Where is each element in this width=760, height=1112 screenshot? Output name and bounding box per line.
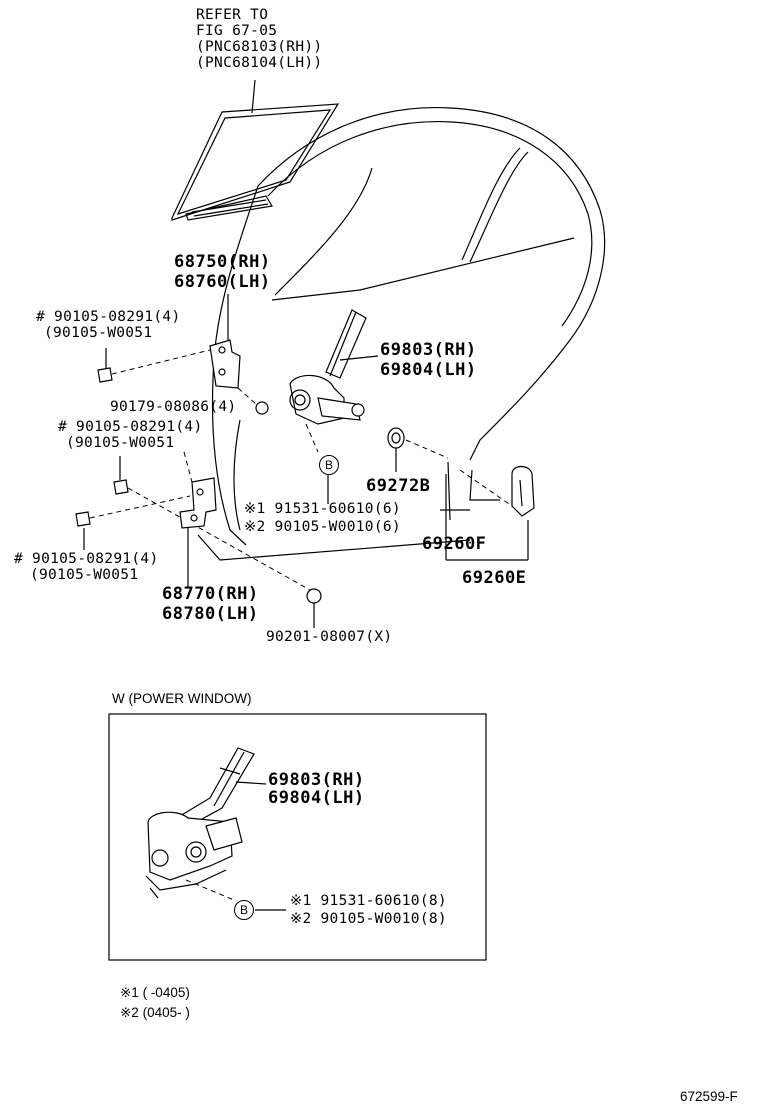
- mid-bolt-part: [113, 456, 311, 591]
- power-window-title: W (POWER WINDOW): [112, 691, 252, 706]
- lower-hinge-part: [179, 451, 217, 588]
- regulator-rh: 69803(RH): [380, 340, 477, 360]
- refer-line1: REFER TO: [196, 7, 269, 23]
- grommet-part: [387, 427, 449, 472]
- handle-e-label: 69260E: [462, 568, 527, 588]
- handle-part: [440, 465, 535, 561]
- power-b-marker: B: [234, 900, 254, 920]
- refer-line2: FIG 67-05: [196, 23, 278, 39]
- power-bolt-note2: ※2 90105-W0010(8): [290, 911, 447, 927]
- refer-line3: (PNC68103(RH)): [196, 39, 323, 55]
- upper-hinge-rh: 68750(RH): [174, 252, 271, 272]
- plug-label: 90201-08007(X): [266, 629, 393, 645]
- power-window-box: [108, 713, 487, 961]
- bolt-b-note2: ※2 90105-W0010(6): [244, 519, 401, 535]
- note-2: ※2 (0405- ): [120, 1005, 190, 1020]
- b-marker: B: [319, 455, 339, 475]
- grommet-label: 69272B: [366, 476, 431, 496]
- door-glass: [171, 79, 340, 221]
- lower-bolt-part: [75, 495, 191, 550]
- upper-hinge-lh: 68760(LH): [174, 272, 271, 292]
- plug-part: [306, 588, 322, 628]
- power-bolt-note1: ※1 91531-60610(8): [290, 893, 447, 909]
- regulator-lh: 69804(LH): [380, 360, 477, 380]
- handle-f-label: 69260F: [422, 534, 487, 554]
- refer-line4: (PNC68104(LH)): [196, 55, 323, 71]
- figure-code: 672599-F: [680, 1089, 738, 1104]
- upper-bolt-part: [97, 348, 211, 383]
- upper-hinge-part: [209, 294, 241, 389]
- lower-bolt-alt: (90105-W0051: [30, 567, 139, 583]
- power-regulator-lh: 69804(LH): [268, 788, 365, 808]
- power-regulator-part: [145, 747, 286, 911]
- upper-bolt-num: # 90105-08291(4): [36, 309, 181, 325]
- mid-bolt-alt: (90105-W0051: [66, 435, 175, 451]
- regulator-part: [289, 309, 379, 453]
- lower-bolt-num: # 90105-08291(4): [14, 551, 159, 567]
- nut-part: [237, 387, 269, 415]
- nut-label: 90179-08086(4): [110, 399, 237, 415]
- upper-bolt-alt: (90105-W0051: [44, 325, 153, 341]
- lower-hinge-rh: 68770(RH): [162, 584, 259, 604]
- bolt-b-note1: ※1 91531-60610(6): [244, 501, 401, 517]
- mid-bolt-num: # 90105-08291(4): [58, 419, 203, 435]
- power-regulator-rh: 69803(RH): [268, 770, 365, 790]
- lower-hinge-lh: 68780(LH): [162, 604, 259, 624]
- note-1: ※1 ( -0405): [120, 985, 190, 1000]
